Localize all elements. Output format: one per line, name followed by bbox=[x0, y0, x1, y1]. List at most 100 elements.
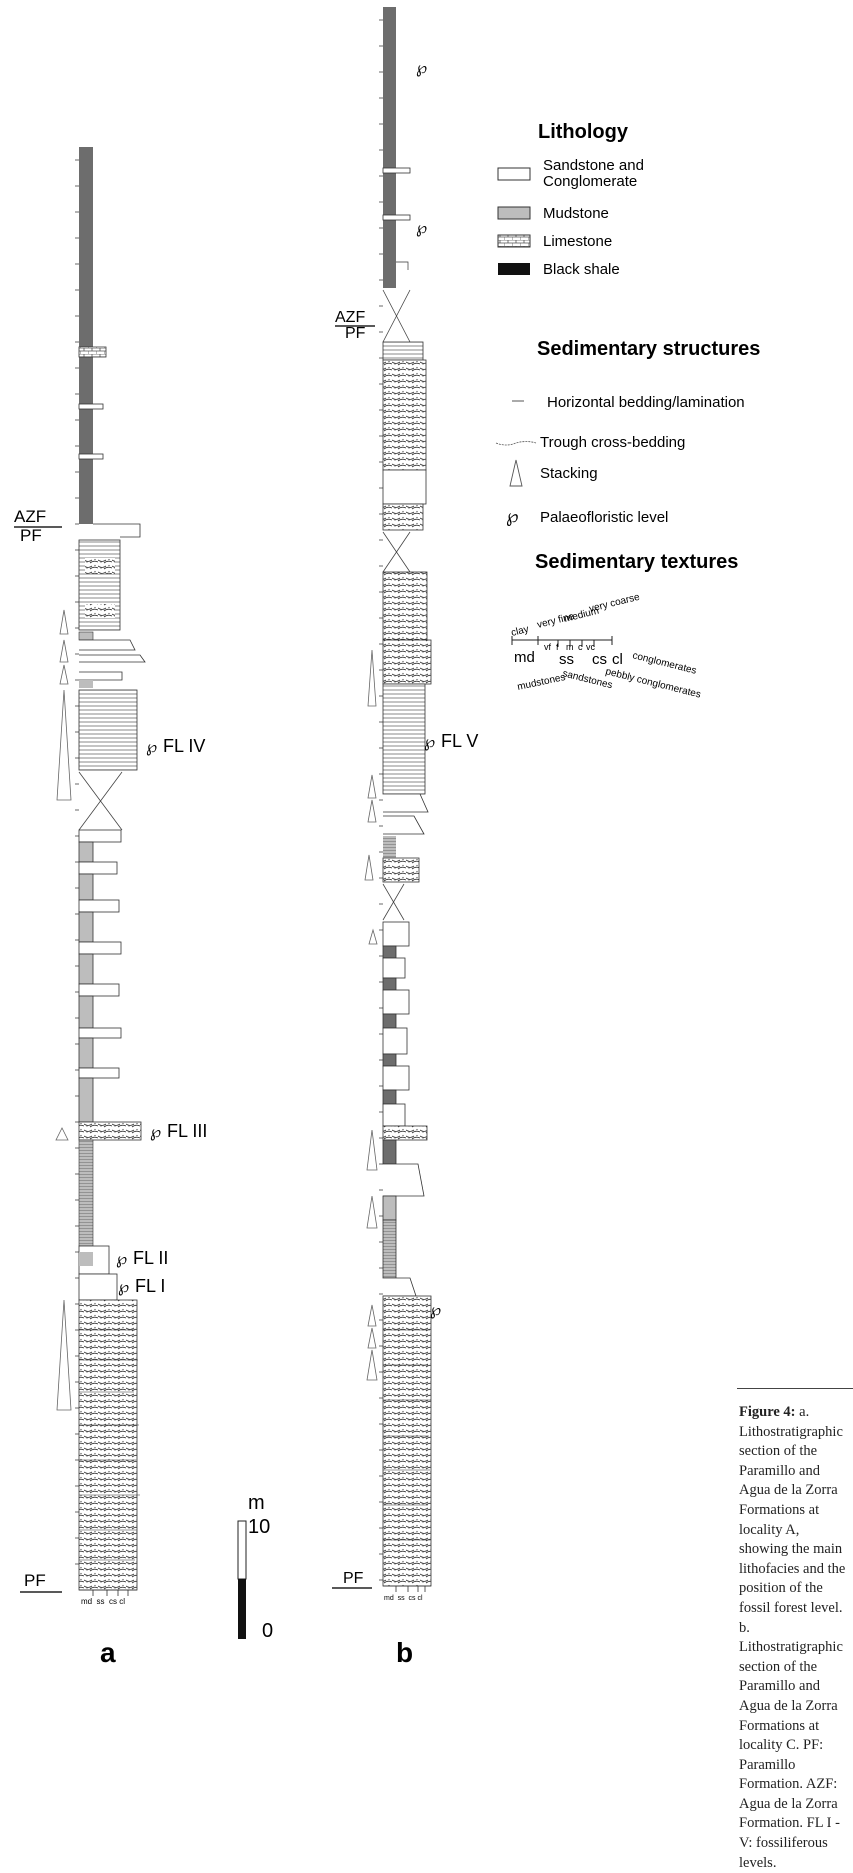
limestone-label: Limestone bbox=[543, 233, 612, 250]
palaeofloristic-icon: ℘ bbox=[424, 734, 435, 751]
section-b-lobes bbox=[383, 793, 429, 835]
section-a-mud-bed-1 bbox=[78, 631, 94, 641]
palaeofloristic-icon: ℘ bbox=[430, 1302, 441, 1319]
section-b-lower-bed-lines bbox=[383, 1329, 431, 1541]
caption-rule bbox=[737, 1388, 853, 1389]
texture-m: m bbox=[566, 642, 574, 652]
scale-unit: m bbox=[248, 1492, 265, 1514]
scale-bar: m 10 0 bbox=[237, 1492, 273, 1642]
section-b-covered-low bbox=[382, 883, 405, 921]
mudstone-swatch bbox=[497, 206, 531, 220]
section-b-azf-label: AZF bbox=[335, 309, 365, 326]
section-a-sand-lens-1 bbox=[78, 403, 104, 410]
section-a-fl-i-bed bbox=[78, 1273, 118, 1301]
section-b-mud-1 bbox=[383, 836, 396, 858]
section-b-sand-lens-2 bbox=[382, 214, 411, 221]
section-a-trough-set-2 bbox=[85, 604, 115, 618]
fossil-level-fl-iii: ℘ FL III bbox=[150, 1121, 207, 1141]
section-b-stacking bbox=[364, 649, 378, 1381]
fl-ii-label: FL II bbox=[133, 1248, 168, 1268]
black-shale-swatch bbox=[498, 263, 530, 275]
section-b-grain-axis: md ss cs cl bbox=[384, 1595, 423, 1602]
section-a-azf-mudstone bbox=[79, 147, 93, 524]
section-b-trough-3 bbox=[382, 571, 428, 641]
section-b-trough-4 bbox=[382, 639, 432, 685]
section-b-trough-5 bbox=[382, 857, 420, 883]
stacking-symbol bbox=[509, 459, 523, 487]
section-b-pf-sand-block bbox=[382, 469, 427, 505]
section-b-step-1 bbox=[396, 261, 409, 270]
fossil-level-fl-i: ℘ FL I bbox=[118, 1276, 165, 1296]
texture-ruler bbox=[511, 636, 613, 647]
palaeofloristic-icon: ℘ bbox=[416, 60, 427, 77]
fossil-level-fl-ii: ℘ FL II bbox=[116, 1248, 168, 1268]
section-b-fossil-markers: ℘ ℘ ℘ ℘ FL V bbox=[416, 60, 478, 1319]
palaeofloristic-icon: ℘ bbox=[150, 1124, 161, 1141]
fl-i-label: FL I bbox=[135, 1276, 165, 1296]
section-a-fl-ii-mud bbox=[79, 1252, 93, 1266]
section-a-contact-step bbox=[93, 523, 141, 538]
section-b-pf-upper-trough bbox=[382, 359, 427, 471]
section-a-grain-ruler bbox=[79, 1589, 137, 1596]
palaeofloristic-icon: ℘ bbox=[506, 506, 519, 526]
section-b-pf-label: PF bbox=[345, 325, 366, 342]
fl-iv-label: FL IV bbox=[163, 736, 205, 756]
section-a-labels: AZF PF PF md ss cs cl a bbox=[14, 507, 125, 1668]
texture-cs: cs bbox=[592, 651, 607, 668]
section-a-pf-label: PF bbox=[20, 526, 42, 545]
section-a-covered-interval bbox=[78, 771, 123, 831]
section-a-mud-long bbox=[78, 1139, 94, 1247]
section-b-covered-mid bbox=[382, 531, 411, 573]
black-shale-label: Black shale bbox=[543, 261, 620, 278]
palaeofloristic-icon: ℘ bbox=[416, 220, 427, 237]
texture-clay: clay bbox=[510, 624, 530, 639]
section-a-column bbox=[75, 147, 146, 1596]
section-b-base-label: PF bbox=[343, 1570, 364, 1587]
horizontal-bedding-label: Horizontal bedding/lamination bbox=[547, 394, 745, 411]
limestone-swatch bbox=[497, 234, 531, 248]
texture-vf: vf bbox=[544, 642, 552, 652]
texture-ss: ss bbox=[559, 651, 574, 668]
textures-title: Sedimentary textures bbox=[535, 551, 738, 573]
mudstone-label: Mudstone bbox=[543, 205, 609, 222]
fl-v-label: FL V bbox=[441, 731, 478, 751]
section-b-azf-mudstone bbox=[383, 7, 396, 288]
palaeofloristic-label: Palaeofloristic level bbox=[540, 509, 668, 526]
texture-c: c bbox=[578, 642, 583, 652]
texture-vc: vc bbox=[586, 642, 596, 652]
section-a-limestone-bed bbox=[78, 346, 107, 358]
section-a-letter: a bbox=[100, 1637, 116, 1668]
stratigraphic-diagram: AZF PF PF md ss cs cl a ℘ FL IV ℘ FL III… bbox=[14, 7, 760, 1668]
section-a-sand-lens-2 bbox=[78, 453, 104, 460]
sandstone-swatch bbox=[497, 167, 531, 181]
section-b-pf-trough-2 bbox=[382, 503, 424, 531]
texture-conglomerates: conglomerates bbox=[631, 650, 697, 677]
section-b-ticks bbox=[379, 19, 383, 1581]
palaeofloristic-icon: ℘ bbox=[116, 1251, 127, 1268]
figure-caption: Figure 4: a. Lithostratigraphic section … bbox=[739, 1403, 849, 1873]
section-a-fining-upward-1 bbox=[79, 639, 146, 681]
sandstone-label-line1: Sandstone and bbox=[543, 157, 644, 174]
section-b-grain-ruler bbox=[383, 1585, 431, 1592]
section-a-azf-label: AZF bbox=[14, 507, 46, 526]
texture-f: f bbox=[556, 642, 559, 652]
section-b-column bbox=[379, 7, 432, 1592]
section-b-letter: b bbox=[396, 1637, 413, 1668]
section-a-lower-bed-lines bbox=[79, 1329, 140, 1561]
section-a-stacking bbox=[55, 609, 72, 1411]
fossil-level-fl-v: ℘ FL V bbox=[424, 731, 478, 751]
scale-top: 10 bbox=[248, 1516, 270, 1538]
trough-cross-bedding-symbol bbox=[495, 441, 537, 446]
caption-figure-label: Figure 4: bbox=[739, 1404, 796, 1420]
section-b-lam-block bbox=[382, 683, 426, 795]
fl-iii-label: FL III bbox=[167, 1121, 207, 1141]
section-b-covered-top bbox=[382, 289, 411, 343]
section-b-pf-upper-lam bbox=[382, 341, 424, 361]
texture-scale: clay very fine medium very coarse vf f m… bbox=[510, 592, 702, 701]
palaeofloristic-icon: ℘ bbox=[146, 739, 157, 756]
section-b-sand-lens-1 bbox=[382, 167, 411, 174]
scale-upper-white bbox=[237, 1520, 247, 1580]
section-a-grain-axis: md ss cs cl bbox=[81, 1597, 125, 1606]
fossil-level-fl-iv: ℘ FL IV bbox=[146, 736, 205, 756]
section-a-lower-trough bbox=[78, 1299, 138, 1591]
